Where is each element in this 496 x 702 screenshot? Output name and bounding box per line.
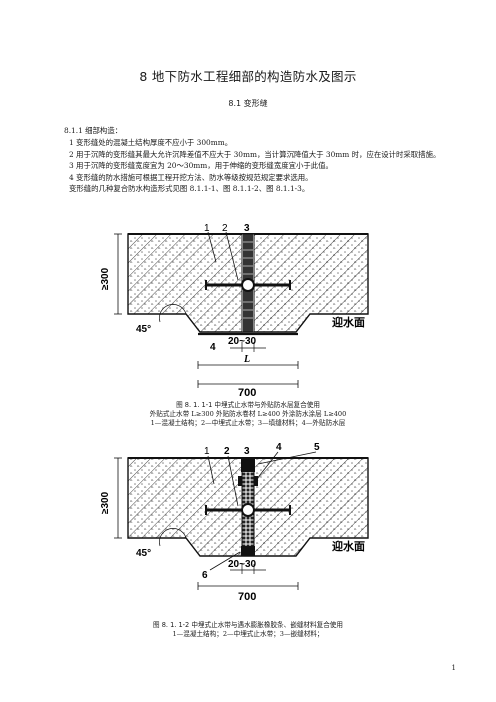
- fig2-water-face-label: 迎水面: [332, 539, 365, 553]
- clause-heading: 8.1.1 细部构造：: [64, 126, 123, 135]
- fig1-gap-label: 20~30: [228, 336, 257, 347]
- figure-2-caption-title: 图 8. 1. 1-2 中埋式止水带与遇水膨胀橡胶条、嵌缝材料复合使用: [153, 621, 343, 629]
- fig2-label-2: 2: [224, 446, 230, 457]
- figure-1-caption-legend: 1—混凝土结构；2—中埋式止水带；3—填缝材料；4—外贴防水层: [150, 419, 346, 427]
- sealant-top: [241, 458, 255, 472]
- section-title: 8.1 变形缝: [228, 99, 268, 108]
- fig1-label-2: 2: [222, 223, 228, 234]
- fig1-thickness-label: ≥300: [100, 267, 111, 290]
- clause-list: 1 变形缝处的混凝土结构厚度不应小于 300mm。 2 用于沉降的变形缝其最大允…: [64, 137, 456, 195]
- fig1-water-face-label: 迎水面: [332, 315, 365, 329]
- clause-2: 2 用于沉降的变形缝其最大允许沉降差值不应大于 30mm，当计算沉降值大于 30…: [69, 149, 441, 159]
- clause-1: 1 变形缝处的混凝土结构厚度不应小于 300mm。: [69, 138, 233, 147]
- figure-2: 1 2 3 4 5 6 ≥300 45° 20~30 迎水面 700: [0, 440, 496, 618]
- fig2-label-1: 1: [204, 446, 210, 457]
- fig2-angle-label: 45°: [136, 548, 151, 559]
- figure-1-caption: 图 8. 1. 1-1 中埋式止水带与外贴防水层复合使用 外贴式止水带 L≥30…: [0, 401, 496, 428]
- figure-1: 1 2 3 4 ≥300 45° 20~30 迎水面 L 700: [0, 222, 496, 400]
- sealant-bottom: [241, 546, 255, 556]
- figure-2-caption: 图 8. 1. 1-2 中埋式止水带与遇水膨胀橡胶条、嵌缝材料复合使用 1—混凝…: [0, 621, 496, 639]
- clause-5: 变形缝的几种复合防水构造形式见图 8.1.1-1、图 8.1.1-2、图 8.1…: [69, 184, 310, 193]
- fig1-length-label: 700: [238, 387, 256, 399]
- fig1-label-3: 3: [244, 223, 250, 234]
- fig1-label-4: 4: [210, 342, 216, 353]
- clause-3: 3 用于沉降的变形缝宽度宜为 20～30mm，用于伸缩的变形缝宽度宜小于此值。: [69, 161, 333, 170]
- fig2-label-5: 5: [314, 442, 320, 453]
- figure-2-caption-legend: 1—混凝土结构；2—中埋式止水带；3—嵌缝材料；: [172, 630, 324, 638]
- clause-4: 4 变形缝的防水措施可根据工程开挖方法、防水等级按规范规定要求选用。: [69, 172, 313, 182]
- fig2-thickness-label: ≥300: [100, 491, 111, 514]
- figure-1-drawing: 1 2 3 4 ≥300 45° 20~30 迎水面 L 700: [100, 223, 369, 399]
- page-number: 1: [451, 664, 456, 672]
- chapter-title: 8 地下防水工程细部的构造防水及图示: [139, 69, 357, 84]
- fig1-angle-label: 45°: [136, 324, 151, 335]
- fig1-label-1: 1: [204, 223, 210, 234]
- figure-1-caption-note: 外贴式止水带 L≥300 外贴防水卷材 L≥400 外涂防水涂层 L≥400: [149, 410, 347, 418]
- fig2-label-4: 4: [276, 442, 282, 453]
- fig1-L-label: L: [243, 354, 250, 365]
- figure-1-caption-title: 图 8. 1. 1-1 中埋式止水带与外贴防水层复合使用: [176, 401, 320, 409]
- figure-2-drawing: 1 2 3 4 5 6 ≥300 45° 20~30 迎水面 700: [100, 442, 369, 603]
- fig2-label-6: 6: [202, 570, 208, 581]
- fig2-length-label: 700: [238, 591, 256, 603]
- fig2-label-3: 3: [244, 446, 250, 457]
- fig2-gap-label: 20~30: [228, 559, 257, 570]
